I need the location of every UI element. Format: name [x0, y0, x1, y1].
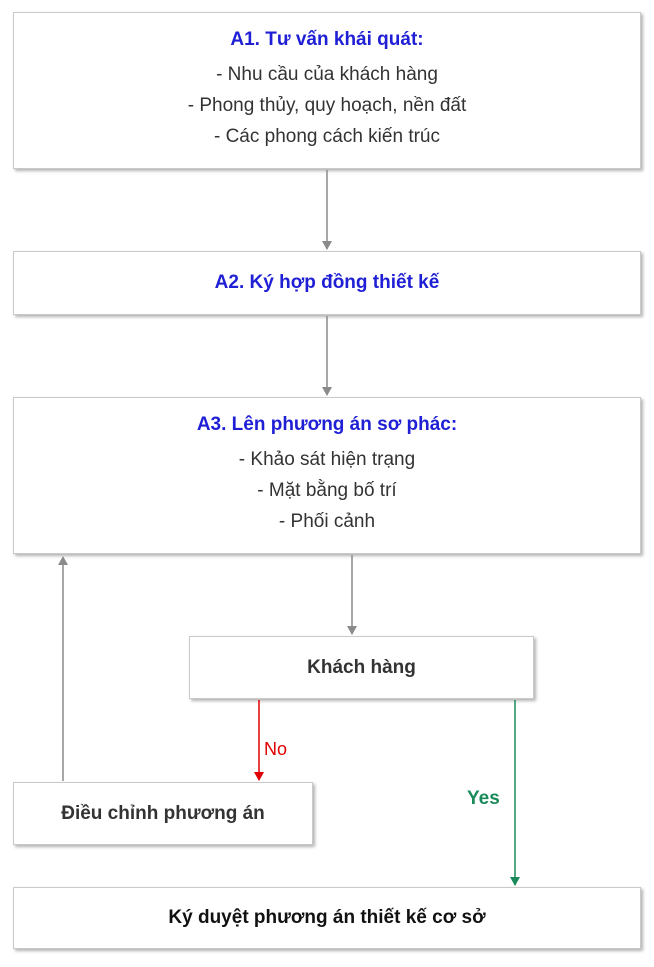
arrowhead-customer-adjust: [254, 772, 264, 781]
node-approve: Ký duyệt phương án thiết kế cơ sở: [13, 887, 641, 949]
arrowhead-adjust-a3: [58, 556, 68, 565]
node-a3: A3. Lên phương án sơ phác: - Khảo sát hi…: [13, 397, 641, 554]
node-a1-details: - Nhu cầu của khách hàng - Phong thủy, q…: [188, 59, 467, 152]
node-a3-line: - Phối cảnh: [278, 511, 376, 532]
node-a1-title: A1. Tư vấn khái quát:: [230, 29, 424, 50]
node-a1-line: - Phong thủy, quy hoạch, nền đất: [187, 95, 467, 116]
node-a1-line: - Nhu cầu của khách hàng: [216, 64, 438, 85]
node-a3-title: A3. Lên phương án sơ phác:: [196, 414, 458, 435]
arrowhead-a2-a3: [322, 387, 332, 396]
arrowhead-a1-a2: [322, 241, 332, 250]
node-a1-line: - Các phong cách kiến trúc: [213, 126, 440, 147]
arrowhead-customer-approve: [510, 877, 520, 886]
edge-label-yes: Yes: [467, 788, 500, 809]
node-customer: Khách hàng: [189, 636, 534, 699]
node-a2-title: A2. Ký hợp đồng thiết kế: [214, 272, 440, 293]
node-a3-line: - Mặt bằng bố trí: [257, 480, 397, 501]
arrowhead-a3-customer: [347, 626, 357, 635]
node-adjust: Điều chỉnh phương án: [13, 782, 313, 845]
node-a3-line: - Khảo sát hiện trạng: [238, 449, 416, 470]
node-a2: A2. Ký hợp đồng thiết kế: [13, 251, 641, 315]
edge-label-no: No: [264, 739, 287, 759]
node-a1: A1. Tư vấn khái quát: - Nhu cầu của khác…: [13, 12, 641, 169]
node-approve-title: Ký duyệt phương án thiết kế cơ sở: [168, 907, 486, 928]
node-a3-details: - Khảo sát hiện trạng - Mặt bằng bố trí …: [239, 444, 415, 537]
node-customer-title: Khách hàng: [307, 656, 416, 678]
node-adjust-title: Điều chỉnh phương án: [61, 802, 265, 824]
